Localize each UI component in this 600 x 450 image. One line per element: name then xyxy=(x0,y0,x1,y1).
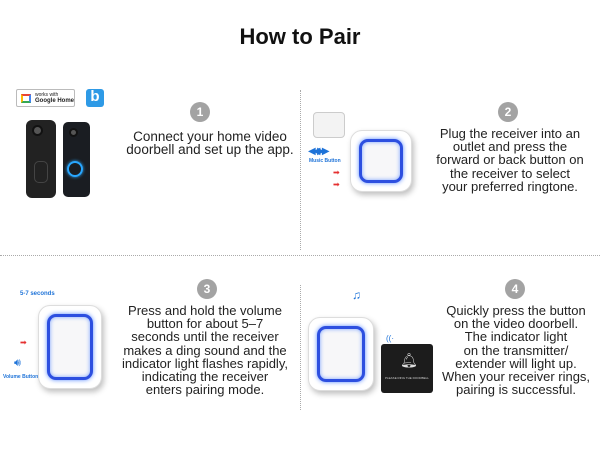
seconds-label: 5-7 seconds xyxy=(20,291,55,297)
google-home-icon xyxy=(21,94,31,103)
volume-button-label: Volume Button xyxy=(3,374,39,380)
transmitter-image: 🔔︎ PLEASE RING THE DOORBELL xyxy=(381,344,433,393)
music-note-icon: ♫ xyxy=(352,288,361,302)
wall-outlet-icon xyxy=(313,112,345,138)
forward-back-icon: ◀◀ ▶▶ xyxy=(308,146,329,157)
google-home-badge: works with Google Home xyxy=(16,89,75,107)
receiver-image xyxy=(350,130,412,192)
bell-icon: 🔔︎ xyxy=(400,352,418,368)
music-button-label: Music Button xyxy=(309,158,341,164)
arrow-icons: ➡➡ xyxy=(333,168,340,189)
volume-icon: 🔊︎ xyxy=(14,357,21,369)
step-3-text: Press and hold the volume button for abo… xyxy=(122,303,288,398)
page-title: How to Pair xyxy=(239,24,361,49)
doorbell-camera-2 xyxy=(63,122,90,197)
step-1-badge: 1 xyxy=(190,102,210,122)
step-3-badge: 3 xyxy=(197,279,217,299)
step-2-badge: 2 xyxy=(498,102,518,122)
arrow-icon: ➡ xyxy=(20,338,27,347)
step-4-text: Quickly press the button on the video do… xyxy=(441,303,591,398)
divider-horizontal xyxy=(0,255,600,256)
doorbell-camera-1 xyxy=(26,120,56,198)
step-1-text: Connect your home video doorbell and set… xyxy=(126,129,294,158)
step-2-text: Plug the receiver into an outlet and pre… xyxy=(436,126,584,194)
wifi-icon: ((· xyxy=(386,334,394,343)
divider-vertical-bottom xyxy=(300,285,301,410)
app-icon: b xyxy=(86,89,104,107)
receiver-image xyxy=(308,317,374,391)
divider-vertical-top xyxy=(300,90,301,250)
step-4-badge: 4 xyxy=(505,279,525,299)
receiver-image xyxy=(38,305,102,389)
